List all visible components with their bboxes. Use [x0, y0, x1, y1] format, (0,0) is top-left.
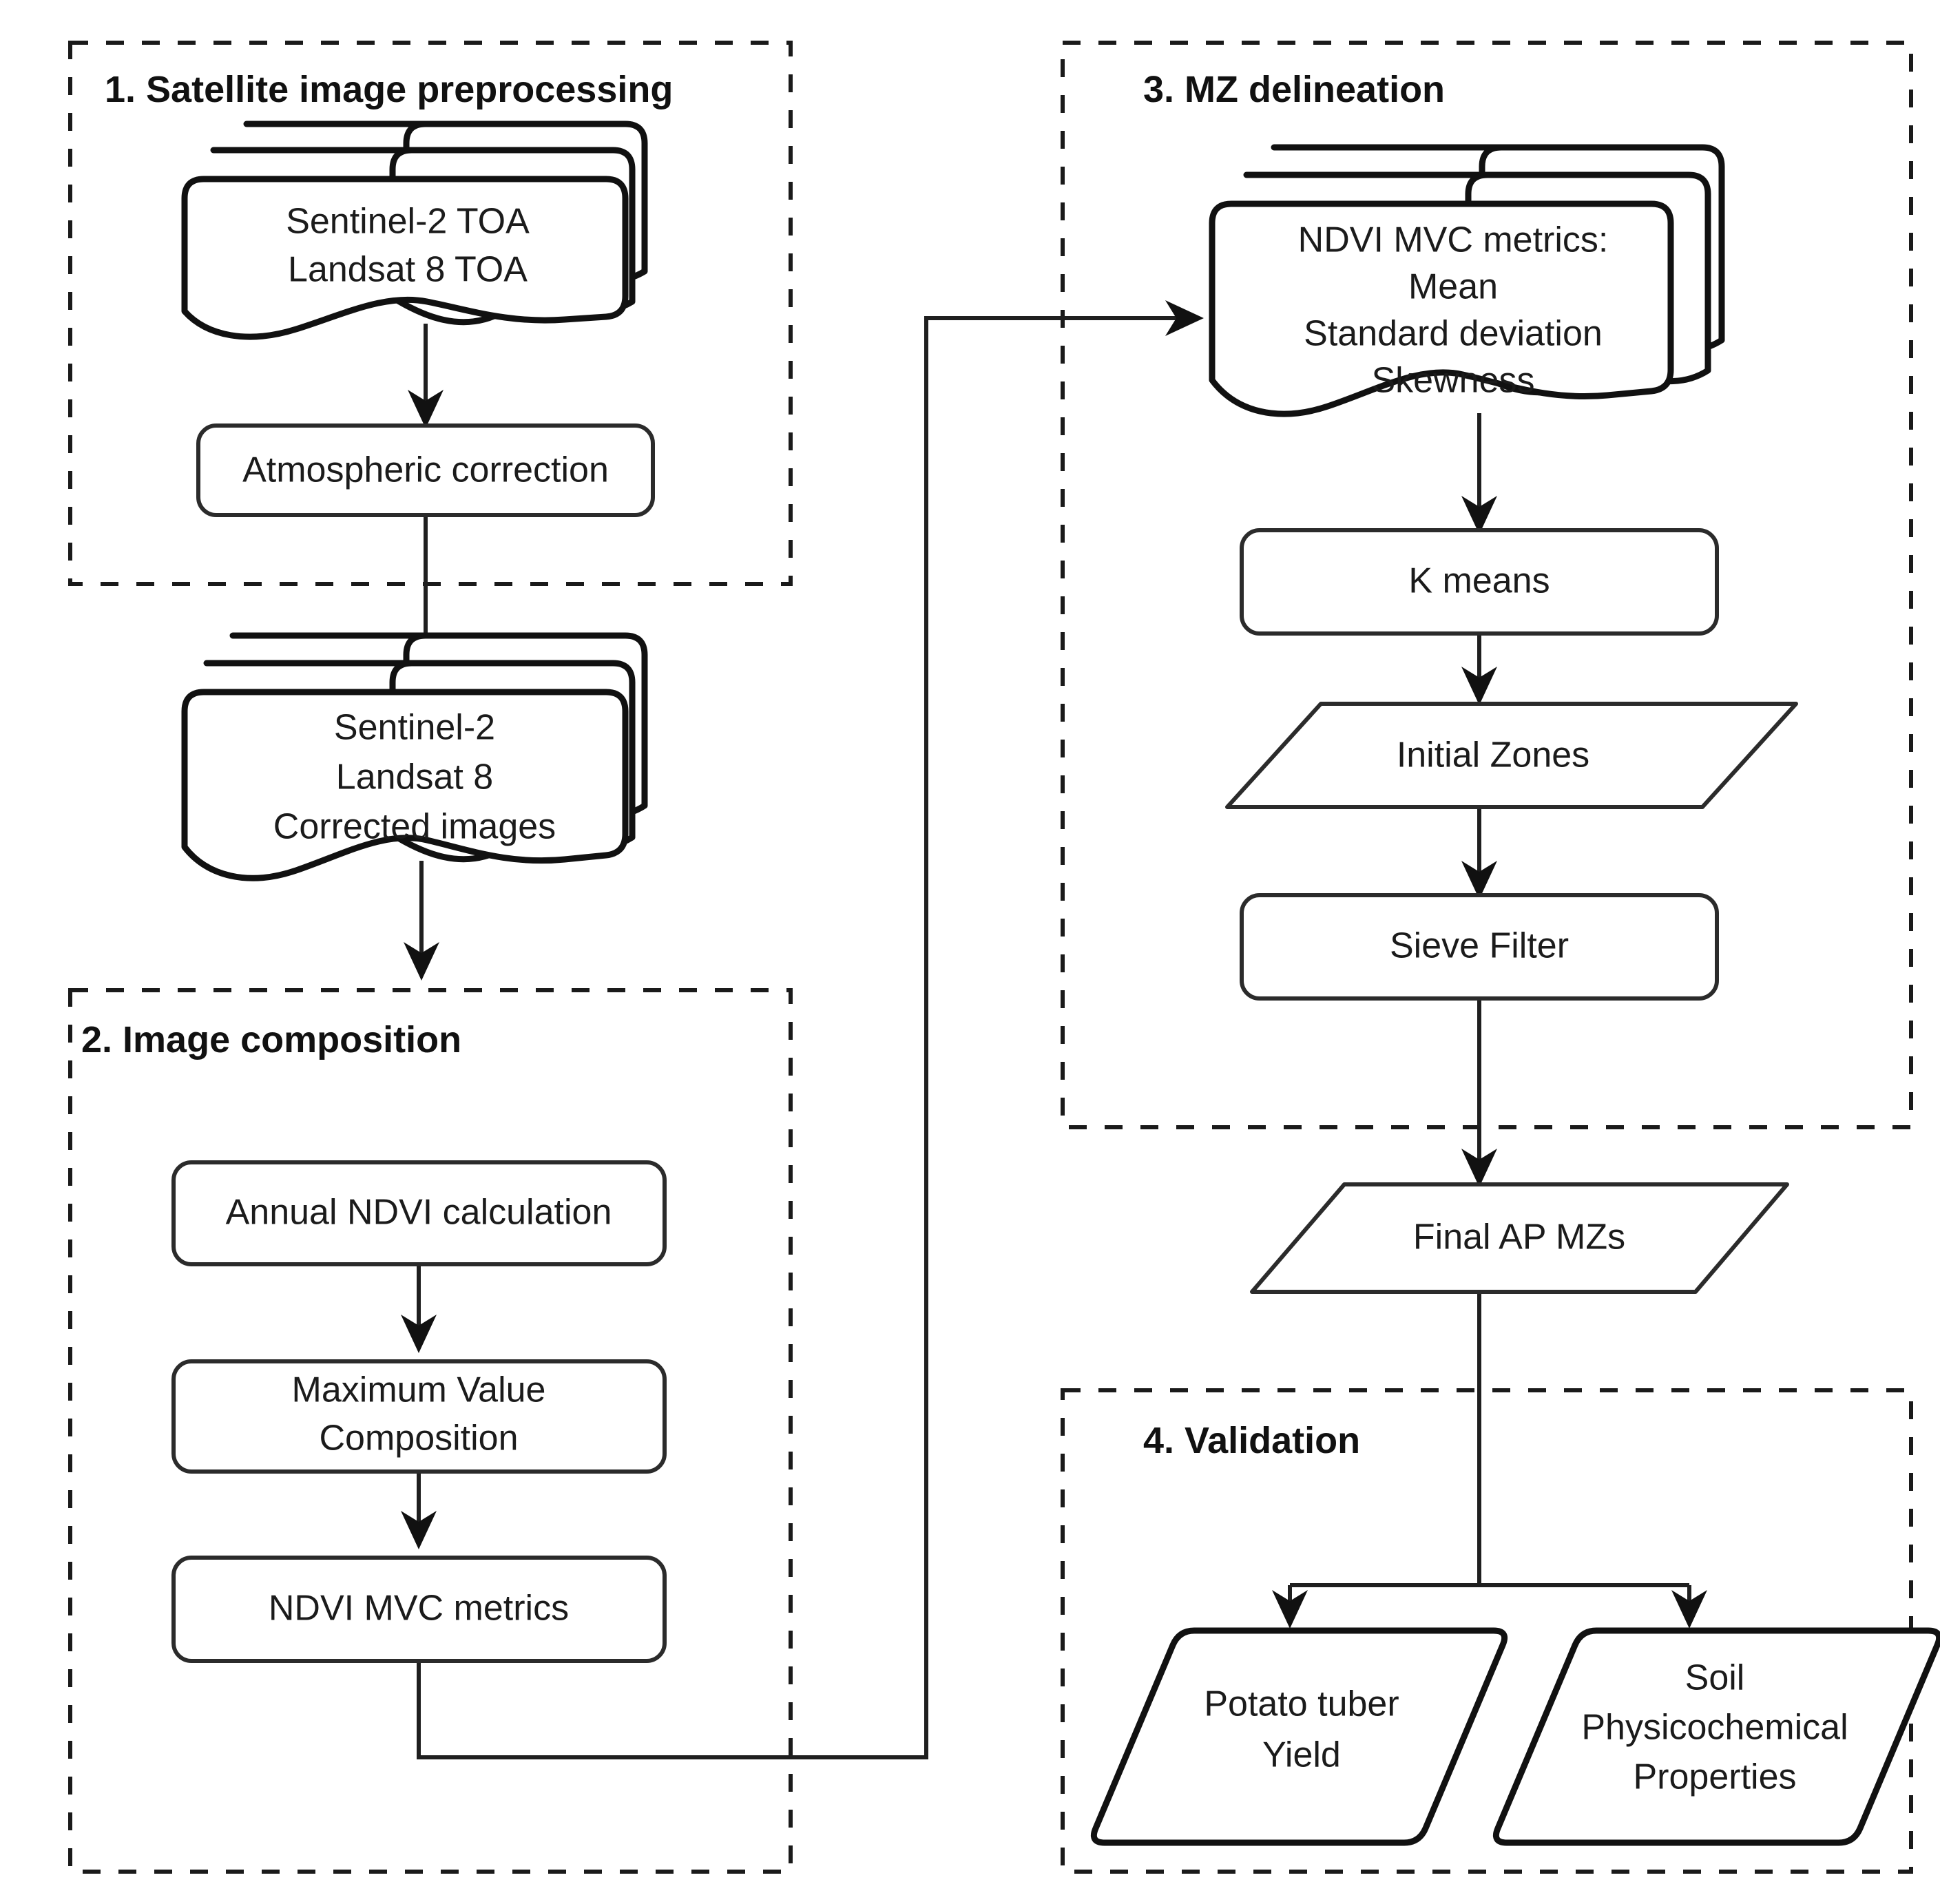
node-label-line-2: Mean [1408, 267, 1498, 307]
node-annual-ndvi-calculation[interactable]: Annual NDVI calculation [171, 1160, 667, 1266]
node-sieve-filter[interactable]: Sieve Filter [1240, 893, 1719, 1001]
node-label-sieve-filter: Sieve Filter [1390, 926, 1569, 966]
node-label-final-ap-mzs: Final AP MZs [1413, 1217, 1625, 1257]
node-soil-physicochemical-properties[interactable]: Soil Physicochemical Properties [1492, 1627, 1940, 1846]
document-sheet-front [181, 176, 629, 340]
node-label-soil-line-1: Soil [1685, 1658, 1745, 1698]
node-box-atmospheric-correction [196, 423, 655, 517]
document-sheet-front [1209, 200, 1674, 417]
node-label-k-means: K means [1408, 561, 1550, 601]
node-parallelogram-soil-physicochemical-properties [1492, 1627, 1940, 1846]
node-label-atmospheric-correction: Atmospheric correction [242, 450, 609, 490]
node-label-potato-tuber-yield-line-2: Yield [1262, 1735, 1341, 1775]
arrow-head-sieve-to-final [1461, 1149, 1497, 1187]
arrow-head-final-to-soil-properties [1671, 1590, 1707, 1629]
arrow-head-final-to-potato-tuber-yield [1272, 1590, 1308, 1629]
arrow-head-detail-to-kmeans [1461, 496, 1497, 534]
connector-final-to-validation-split [1288, 1290, 1691, 1604]
group-frame-satellite-image-preprocessing [68, 41, 793, 586]
node-potato-tuber-yield[interactable]: Potato tuber Yield [1090, 1627, 1508, 1846]
group-title-2: 2. Image composition [81, 1019, 461, 1060]
node-parallelogram-potato-tuber-yield [1090, 1627, 1508, 1846]
document-sheet-front [181, 689, 629, 881]
node-label-potato-tuber-yield-line-1: Potato tuber [1204, 1684, 1399, 1724]
node-sentinel-toa[interactable]: Sentinel-2 TOA Landsat 8 TOA [181, 121, 648, 340]
node-label-maximum-value-composition-line-1: Maximum Value [292, 1370, 546, 1410]
connectors [401, 300, 1707, 1759]
node-label-annual-ndvi-calculation: Annual NDVI calculation [226, 1193, 612, 1233]
node-label-line-2: Landsat 8 TOA [288, 250, 528, 290]
node-box-annual-ndvi-calculation [171, 1160, 667, 1266]
arrow-head-sentinel-to-atmospheric [408, 390, 444, 428]
node-corrected-images[interactable]: Sentinel-2 Landsat 8 Corrected images [181, 632, 648, 881]
connector-metrics-to-mz-delineation [417, 316, 1183, 1759]
group-title-1: 1. Satellite image preprocessing [105, 69, 673, 110]
node-maximum-value-composition[interactable]: Maximum Value Composition [171, 1359, 667, 1474]
arrow-head-corrected-to-annual [404, 942, 439, 981]
node-label-line-3: Corrected images [273, 807, 556, 847]
node-parallelogram-final-ap-mzs [1250, 1182, 1789, 1294]
node-box-maximum-value-composition [171, 1359, 667, 1474]
arrow-head-zones-to-sieve [1461, 861, 1497, 899]
node-k-means[interactable]: K means [1240, 528, 1719, 636]
node-parallelogram-initial-zones [1225, 702, 1798, 809]
group-frame-image-composition [68, 988, 793, 1874]
group-titles: 1. Satellite image preprocessing 2. Imag… [81, 69, 1445, 1461]
node-label-line-2: Landsat 8 [336, 757, 493, 797]
node-label-soil-line-2: Physicochemical [1581, 1708, 1848, 1748]
arrow-head-metrics-to-mz-delineation [1165, 300, 1204, 336]
node-final-ap-mzs[interactable]: Final AP MZs [1250, 1182, 1789, 1294]
node-label-line-1: Sentinel-2 TOA [286, 202, 530, 242]
group-title-4: 4. Validation [1143, 1420, 1360, 1461]
node-label-line-1: NDVI MVC metrics: [1298, 220, 1609, 260]
arrow-head-kmeans-to-zones [1461, 667, 1497, 705]
arrow-head-mvc-to-metrics [401, 1511, 437, 1549]
node-label-maximum-value-composition-line-2: Composition [319, 1419, 518, 1458]
node-atmospheric-correction[interactable]: Atmospheric correction [196, 423, 655, 517]
node-label-initial-zones: Initial Zones [1397, 735, 1589, 775]
node-box-ndvi-mvc-metrics [171, 1556, 667, 1663]
node-label-line-4: Skewness [1372, 361, 1535, 401]
arrow-head-annual-to-mvc [401, 1315, 437, 1353]
node-label-line-1: Sentinel-2 [334, 708, 495, 748]
node-box-k-means [1240, 528, 1719, 636]
node-label-ndvi-mvc-metrics: NDVI MVC metrics [269, 1589, 569, 1629]
node-ndvi-mvc-metrics-detail[interactable]: NDVI MVC metrics: Mean Standard deviatio… [1209, 144, 1725, 417]
node-label-line-3: Standard deviation [1304, 314, 1603, 354]
node-box-sieve-filter [1240, 893, 1719, 1001]
node-initial-zones[interactable]: Initial Zones [1225, 702, 1798, 809]
node-label-soil-line-3: Properties [1634, 1757, 1797, 1797]
node-ndvi-mvc-metrics[interactable]: NDVI MVC metrics [171, 1556, 667, 1663]
group-title-3: 3. MZ delineation [1143, 69, 1445, 110]
